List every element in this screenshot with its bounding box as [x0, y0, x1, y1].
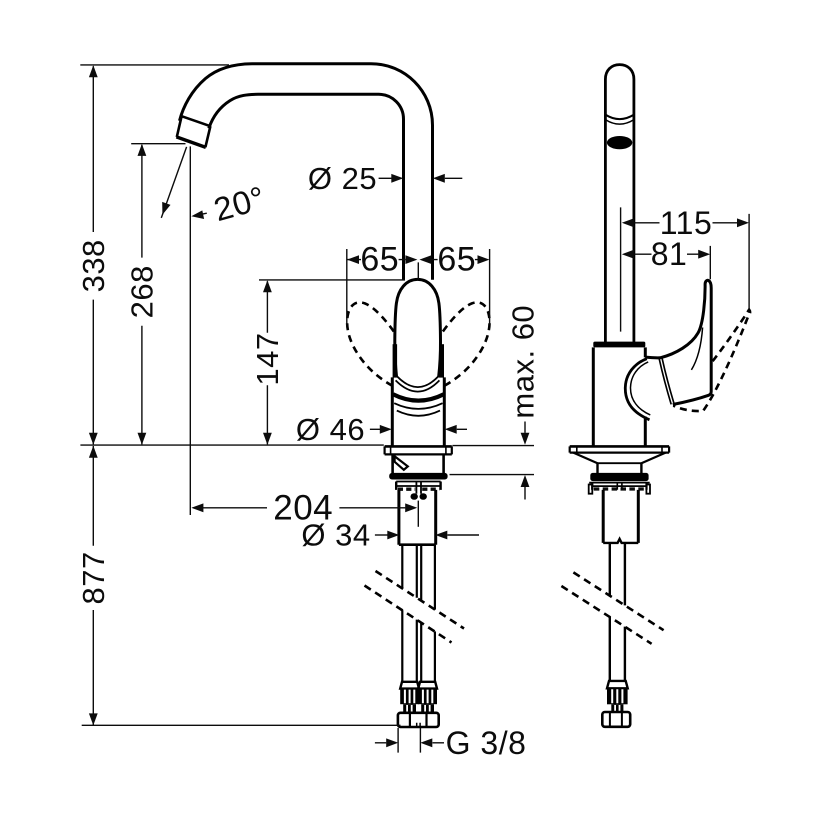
- shank-front: [397, 489, 438, 545]
- dim-268-label: 268: [124, 265, 159, 318]
- dim-65-graphics: [346, 249, 491, 326]
- counter-reference-line: [80, 444, 534, 447]
- supply-hoses-front: [401, 544, 436, 682]
- dim-147-graphics: [263, 280, 272, 445]
- handle-front-outline: [393, 277, 443, 378]
- dim-877-label: 877: [76, 551, 111, 604]
- dim-dia25-label: Ø 25: [308, 161, 377, 196]
- dim-max60-label: max. 60: [505, 305, 540, 419]
- handle-lever-side: [645, 278, 713, 406]
- mounting-hardware-front: [395, 480, 442, 500]
- dim-204-label: 204: [273, 488, 333, 527]
- setscrew-wedge: [393, 453, 410, 472]
- escutcheon-front: [383, 445, 453, 456]
- dim-877-graphics: [88, 445, 98, 726]
- handle-skirt-outer: [623, 357, 651, 422]
- dim-268-graphics: [137, 143, 147, 445]
- dim-204-graphics: [191, 500, 419, 527]
- dome-side-bar-right: [439, 344, 444, 378]
- base-gasket-front: [389, 472, 448, 480]
- dim-81-label: 81: [651, 236, 688, 272]
- body-side: [591, 347, 647, 447]
- supply-hose-side: [608, 542, 627, 681]
- aerator-side: [604, 113, 635, 150]
- handle-swing-side: [672, 307, 752, 413]
- dim-20deg-graphics: [160, 146, 207, 515]
- break-lines-side: [560, 571, 665, 645]
- dim-81-graphics: [621, 245, 711, 280]
- handle-joint-seam-core: [659, 357, 674, 405]
- handle-swing-envelope: [345, 301, 491, 388]
- neck-front: [391, 454, 445, 474]
- body-cylinder-front: [390, 377, 446, 447]
- spout-pipe-side: [604, 63, 636, 343]
- dim-dia34-graphics: [374, 530, 479, 540]
- aerator: [175, 114, 212, 150]
- body-joint-band-side: [593, 341, 646, 348]
- hose-fitting-side: [600, 679, 632, 729]
- dim-g38-graphics: [374, 728, 444, 753]
- side-view: [560, 63, 752, 729]
- dim-338-graphics: [88, 65, 98, 445]
- spout-inner-contour: [207, 92, 405, 280]
- break-lines-front: [363, 569, 465, 644]
- handle-skirt-inner: [629, 361, 651, 416]
- dim-max60-graphics: [449, 421, 534, 500]
- dim-338-label: 338: [76, 239, 111, 292]
- dim-115-label: 115: [660, 205, 713, 241]
- front-view: [175, 62, 491, 729]
- shank-bottom-side: [603, 536, 639, 545]
- dim-65-right-label: 65: [437, 241, 476, 279]
- dim-dia25-graphics: [378, 173, 463, 183]
- dim-dia34-label: Ø 34: [301, 518, 370, 553]
- shank-side: [601, 489, 640, 543]
- dim-20deg-label: 20°: [210, 179, 269, 228]
- dome-rings: [392, 375, 445, 417]
- base-gasket-side: [590, 472, 649, 482]
- mounting-hardware-side: [587, 481, 651, 495]
- dim-g38-label: G 3/8: [446, 725, 527, 761]
- dim-dia46-graphics: [369, 424, 467, 434]
- escutcheon-side: [568, 445, 671, 474]
- spout-outer-contour: [178, 62, 434, 280]
- dim-65-left-label: 65: [360, 241, 399, 279]
- dim-115-graphics: [619, 207, 750, 332]
- dim-147-label: 147: [250, 332, 285, 385]
- dome-side-bar-left: [392, 344, 398, 378]
- handle-lever-inner-line: [690, 327, 704, 371]
- hose-fittings-front: [396, 680, 440, 729]
- dim-dia46-label: Ø 46: [296, 412, 365, 447]
